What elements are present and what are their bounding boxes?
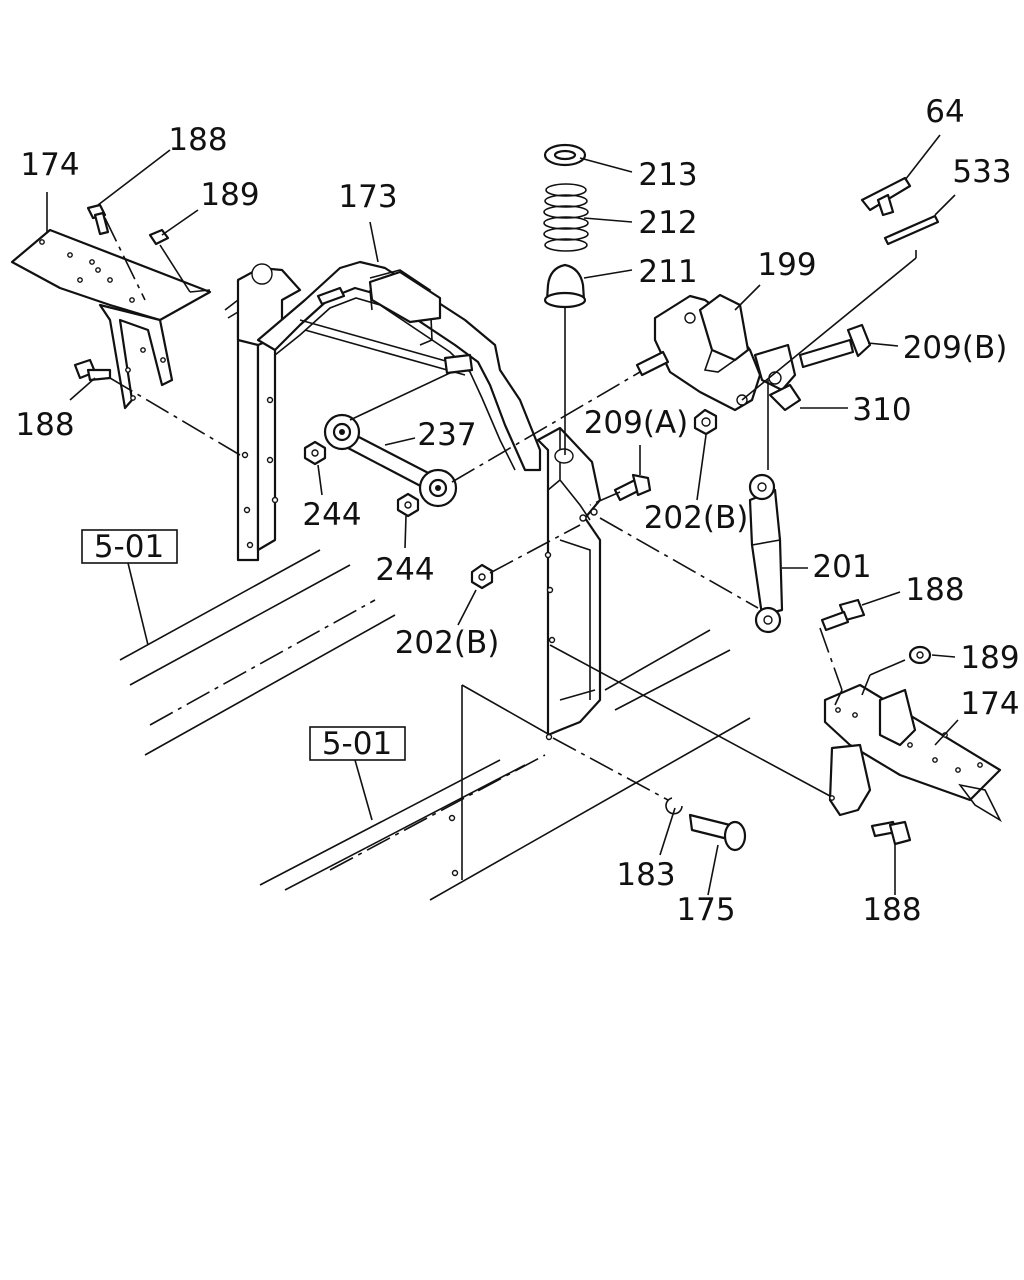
callout-244-left: 244: [302, 497, 361, 533]
callout-183: 183: [616, 857, 675, 893]
callout-310: 310: [852, 392, 911, 428]
callout-64: 64: [925, 94, 964, 130]
leader-lines: [46, 134, 959, 896]
callout-199: 199: [757, 247, 816, 283]
callout-202b-lower: 202(B): [395, 625, 500, 661]
mount-bracket-199: [653, 293, 802, 412]
callout-188-left: 188: [15, 407, 74, 443]
callout-213: 213: [638, 157, 697, 193]
section-ref-1-label: 5-01: [94, 529, 164, 565]
left-bracket-174: [10, 228, 212, 410]
section-ref-1: 5-01: [81, 529, 178, 565]
fasteners: [73, 176, 940, 852]
chassis-rails: [119, 549, 751, 901]
section-ref-2: 5-01: [309, 726, 406, 762]
callout-244-mid: 244: [375, 552, 434, 588]
callout-201: 201: [812, 549, 871, 585]
callout-211: 211: [638, 254, 697, 290]
section-ref-2-label: 5-01: [322, 726, 392, 762]
callout-188-right-bottom: 188: [862, 892, 921, 928]
callout-209b: 209(B): [903, 330, 1008, 366]
callout-175: 175: [676, 892, 735, 928]
callout-188-right-top: 188: [905, 572, 964, 608]
callout-212: 212: [638, 205, 697, 241]
callout-202b-upper: 202(B): [644, 500, 749, 536]
callout-237: 237: [417, 417, 476, 453]
callout-174-left: 174: [20, 147, 79, 183]
cab-frame-173: [224, 260, 602, 741]
callout-173: 173: [338, 179, 397, 215]
callout-189-left: 189: [200, 177, 259, 213]
callout-209a: 209(A): [584, 405, 689, 441]
callout-174-right: 174: [960, 686, 1019, 722]
shock-absorber-201: [748, 380, 784, 634]
lateral-rod-237: [323, 413, 458, 508]
part-callouts: 174 188 189 173 188 213 212 211 64 533 1…: [15, 94, 1019, 928]
spring-stack: [543, 143, 589, 455]
callout-189-right: 189: [960, 640, 1019, 676]
callout-533: 533: [952, 154, 1011, 190]
callout-188-top-left: 188: [168, 122, 227, 158]
right-bracket-174: [823, 683, 1002, 823]
